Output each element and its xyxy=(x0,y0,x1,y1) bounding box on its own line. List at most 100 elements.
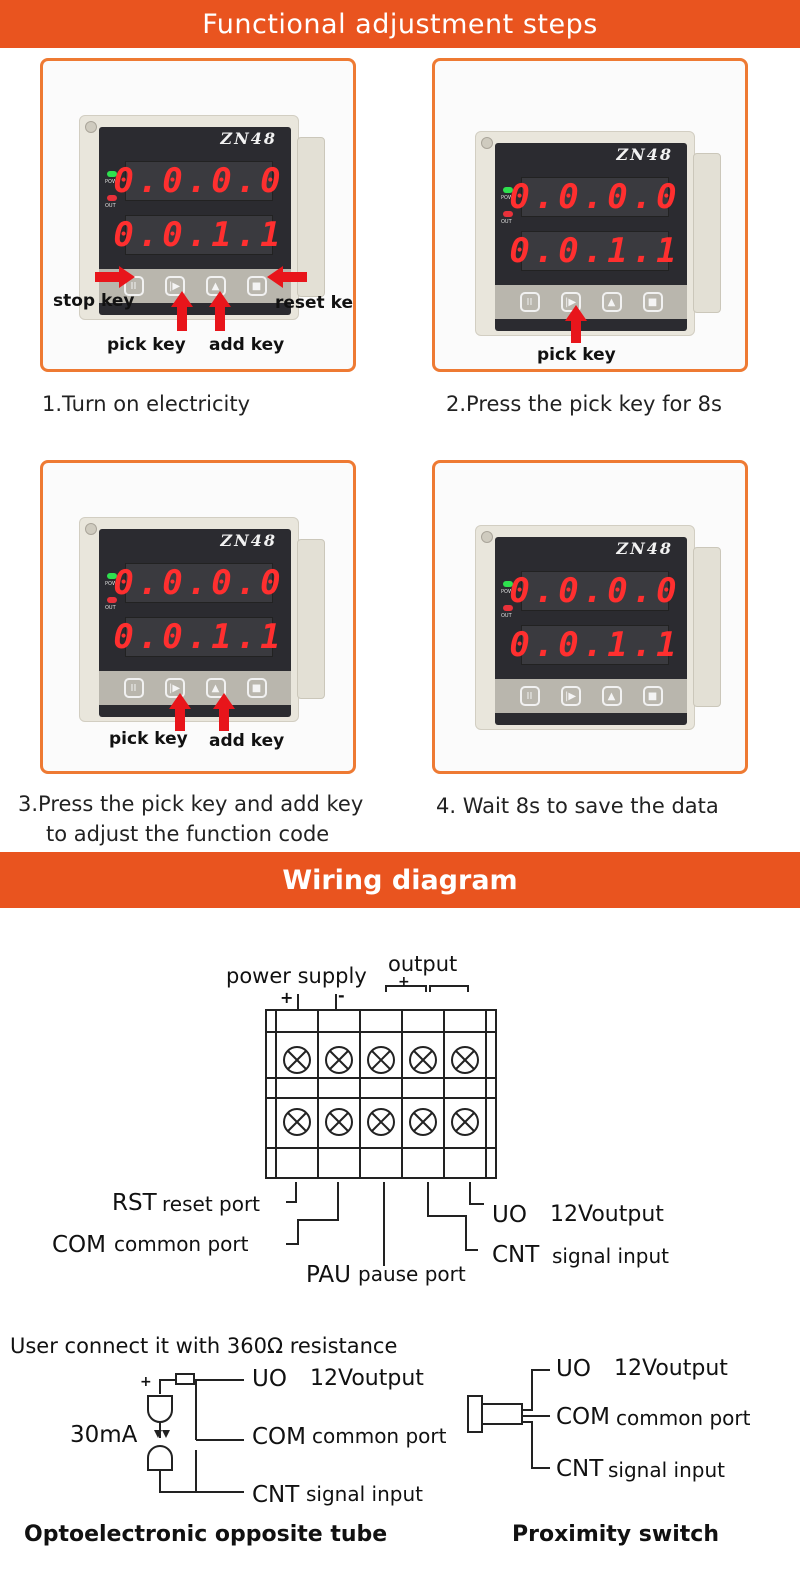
add-key-button[interactable]: ▲ xyxy=(205,276,226,296)
plus-label: + xyxy=(280,988,294,1007)
device-face: ZN48 POW OUT 0.0.0.0 0.0.1.1 II |▶ ▲ ■ xyxy=(99,127,291,315)
device-clip xyxy=(297,137,325,297)
prox-uo-code: UO xyxy=(556,1356,591,1382)
rst-text-label: reset port xyxy=(162,1192,261,1216)
prox-com-text: common port xyxy=(616,1406,751,1430)
rst-code-label: RST xyxy=(112,1190,157,1216)
steps-banner: Functional adjustment steps xyxy=(0,0,800,48)
pow-led-icon xyxy=(107,573,117,579)
pick-key-button[interactable]: |▶ xyxy=(164,678,185,698)
pow-led-icon xyxy=(503,581,513,587)
out-led-label: OUT xyxy=(105,605,116,611)
screw-icon xyxy=(481,137,493,149)
cnt-text-label: signal input xyxy=(552,1244,669,1268)
display-bottom: 0.0.1.1 xyxy=(113,617,285,657)
model-label: ZN48 xyxy=(616,539,673,558)
step-3-caption-line2: to adjust the function code xyxy=(46,822,330,846)
step-3-caption-line1: 3.Press the pick key and add key xyxy=(18,792,364,816)
display-top: 0.0.0.0 xyxy=(113,563,285,603)
arrow-up-icon xyxy=(209,291,231,331)
arrow-up-icon xyxy=(565,305,587,343)
model-label: ZN48 xyxy=(616,145,673,164)
current-label: 30mA xyxy=(70,1422,138,1448)
pau-text-label: pause port xyxy=(358,1262,466,1286)
step-4-caption: 4. Wait 8s to save the data xyxy=(436,794,719,818)
arrow-up-icon xyxy=(171,291,193,331)
controller-device: ZN48 POW OUT 0.0.0.0 0.0.1.1 II |▶ ▲ ■ xyxy=(465,123,725,338)
com-code-label: COM xyxy=(52,1232,107,1258)
pick-key-button[interactable]: |▶ xyxy=(560,292,581,312)
display-bottom: 0.0.1.1 xyxy=(509,625,681,665)
com-text-label: common port xyxy=(114,1232,249,1256)
pau-code-label: PAU xyxy=(306,1262,351,1288)
out-led-label: OUT xyxy=(501,219,512,225)
add-key-button[interactable]: ▲ xyxy=(205,678,226,698)
step-1-panel: ZN48 POW OUT 0.0.0.0 0.0.1.1 II |▶ ▲ ■ s… xyxy=(40,58,356,372)
add-key-label: add key xyxy=(209,731,285,751)
pow-led-icon xyxy=(107,171,117,177)
step-3-panel: ZN48 POW OUT 0.0.0.0 0.0.1.1 II |▶ ▲ ■ p… xyxy=(40,460,356,774)
minus-label: - xyxy=(338,986,345,1005)
cnt-code-label: CNT xyxy=(492,1242,540,1268)
arrow-left-icon xyxy=(267,266,307,288)
out-led-label: OUT xyxy=(501,613,512,619)
model-label: ZN48 xyxy=(220,531,277,550)
screw-terminal-icon xyxy=(283,1046,479,1074)
stop-key-button[interactable]: II xyxy=(519,686,540,706)
step-1-caption: 1.Turn on electricity xyxy=(42,392,251,416)
reset-key-button[interactable]: ■ xyxy=(642,686,663,706)
steps-banner-title: Functional adjustment steps xyxy=(202,8,598,40)
device-clip xyxy=(297,539,325,699)
opto-cnt-text: signal input xyxy=(306,1482,423,1506)
step-2-panel: ZN48 POW OUT 0.0.0.0 0.0.1.1 II |▶ ▲ ■ p… xyxy=(432,58,748,372)
prox-com-code: COM xyxy=(556,1404,611,1430)
output-label: output xyxy=(388,952,458,976)
pick-key-button[interactable]: |▶ xyxy=(560,686,581,706)
prox-uo-text: 12Voutput xyxy=(614,1356,728,1381)
uo-text-label: 12Voutput xyxy=(550,1202,664,1227)
pick-key-label: pick key xyxy=(107,335,186,355)
stop-key-label: stop key xyxy=(53,291,135,311)
stop-key-button[interactable]: II xyxy=(519,292,540,312)
key-bar: II |▶ ▲ ■ xyxy=(99,671,291,705)
wiring-banner: Wiring diagram xyxy=(0,852,800,908)
device-face: ZN48 POW OUT 0.0.0.0 0.0.1.1 II |▶ ▲ ■ xyxy=(495,537,687,725)
out-led-label: OUT xyxy=(105,203,116,209)
screw-icon xyxy=(85,523,97,535)
step-4-panel: ZN48 POW OUT 0.0.0.0 0.0.1.1 II |▶ ▲ ■ xyxy=(432,460,748,774)
display-top: 0.0.0.0 xyxy=(113,161,285,201)
prox-cnt-code: CNT xyxy=(556,1456,604,1482)
pick-key-label: pick key xyxy=(537,345,616,365)
stop-key-button[interactable]: II xyxy=(123,678,144,698)
opto-title: Optoelectronic opposite tube xyxy=(24,1522,388,1547)
reset-key-button[interactable]: ■ xyxy=(246,276,267,296)
add-key-button[interactable]: ▲ xyxy=(601,292,622,312)
terminal-block xyxy=(265,1009,497,1179)
device-face: ZN48 POW OUT 0.0.0.0 0.0.1.1 II |▶ ▲ ■ xyxy=(99,529,291,717)
opto-com-text: common port xyxy=(312,1424,447,1448)
prox-cnt-text: signal input xyxy=(608,1458,725,1482)
output-plus-label: + xyxy=(398,974,410,990)
display-top: 0.0.0.0 xyxy=(509,177,681,217)
resistance-note: User connect it with 360Ω resistance xyxy=(10,1334,398,1358)
arrow-up-icon xyxy=(169,693,191,731)
device-clip xyxy=(693,153,721,313)
opto-uo-text: 12Voutput xyxy=(310,1366,424,1391)
out-led-icon xyxy=(107,195,117,201)
pow-led-icon xyxy=(503,187,513,193)
display-top: 0.0.0.0 xyxy=(509,571,681,611)
reset-key-button[interactable]: ■ xyxy=(642,292,663,312)
screw-icon xyxy=(481,531,493,543)
step-2-caption: 2.Press the pick key for 8s xyxy=(446,392,722,416)
opto-plus-label: + xyxy=(140,1374,152,1390)
device-clip xyxy=(693,547,721,707)
model-label: ZN48 xyxy=(220,129,277,148)
arrow-right-icon xyxy=(95,266,135,288)
wiring-banner-title: Wiring diagram xyxy=(282,864,518,896)
add-key-button[interactable]: ▲ xyxy=(601,686,622,706)
controller-device: ZN48 POW OUT 0.0.0.0 0.0.1.1 II |▶ ▲ ■ xyxy=(69,509,329,724)
reset-key-button[interactable]: ■ xyxy=(246,678,267,698)
pick-key-button[interactable]: |▶ xyxy=(164,276,185,296)
opto-cnt-code: CNT xyxy=(252,1482,300,1508)
controller-device: ZN48 POW OUT 0.0.0.0 0.0.1.1 II |▶ ▲ ■ xyxy=(69,107,329,322)
